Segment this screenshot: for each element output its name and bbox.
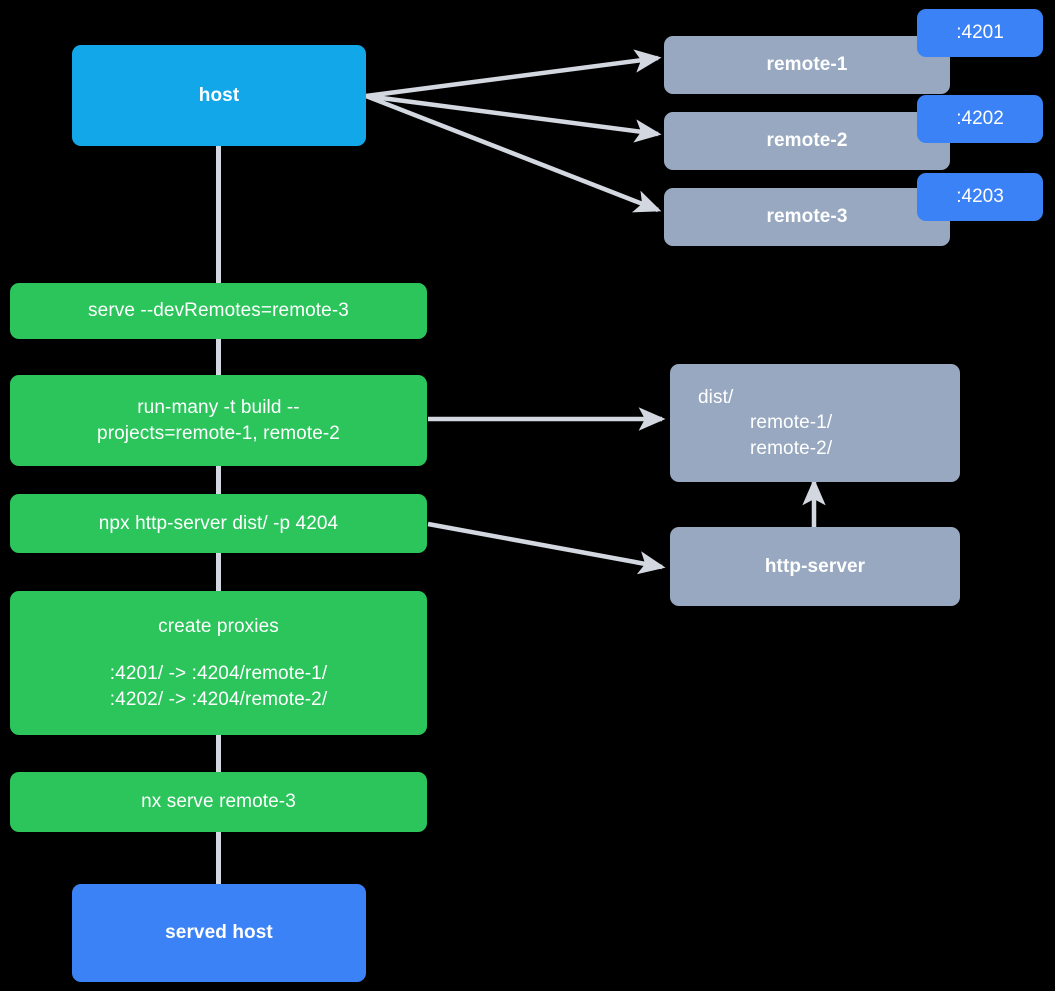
command-create-proxies-map: :4201/ -> :4204/remote-1/ :4202/ -> :420… [110,661,327,712]
dist-folder-tree: dist/ remote-1/ remote-2/ [670,385,960,462]
node-host[interactable]: host [72,45,366,146]
command-nx-serve-remote-3-label: nx serve remote-3 [141,791,296,813]
node-command-serve-devremotes[interactable]: serve --devRemotes=remote-3 [10,283,427,339]
node-remote-1-label: remote-1 [766,54,848,76]
node-command-npx-http-server[interactable]: npx http-server dist/ -p 4204 [10,494,427,553]
port-badge-remote-2-label: :4202 [956,108,1004,129]
node-served-host[interactable]: served host [72,884,366,982]
dist-folder-child-1: remote-1/ [750,412,833,434]
node-host-label: host [198,84,240,106]
node-remote-2[interactable]: remote-2 [664,112,950,170]
port-badge-remote-2[interactable]: :4202 [917,95,1043,143]
proxy-map-line-2: :4202/ -> :4204/remote-2/ [109,688,328,710]
proxy-map-line-1: :4201/ -> :4204/remote-1/ [109,663,328,685]
port-badge-remote-1[interactable]: :4201 [917,9,1043,57]
dist-folder-root: dist/ [698,386,734,408]
node-command-run-many[interactable]: run-many -t build -- projects=remote-1, … [10,375,427,466]
node-remote-1[interactable]: remote-1 [664,36,950,94]
dist-folder-child-2: remote-2/ [750,437,833,459]
edge-host-to-remote-1 [365,49,662,99]
command-create-proxies-title: create proxies [158,615,279,637]
node-remote-3-label: remote-3 [766,206,848,228]
command-run-many-line-1: run-many -t build -- [137,396,300,418]
node-dist-folder[interactable]: dist/ remote-1/ remote-2/ [670,364,960,482]
port-badge-remote-3-label: :4203 [956,186,1004,207]
command-run-many-line-2: projects=remote-1, remote-2 [97,422,340,444]
node-http-server[interactable]: http-server [670,527,960,606]
port-badge-remote-1-label: :4201 [956,22,1004,43]
port-badge-remote-3[interactable]: :4203 [917,173,1043,221]
command-npx-http-server-label: npx http-server dist/ -p 4204 [98,512,339,534]
command-serve-devremotes-label: serve --devRemotes=remote-3 [88,300,349,322]
edge-host-to-remote-2 [365,93,662,143]
edge-npx-to-http-server [427,521,666,575]
edge-host-to-remote-3 [365,93,662,213]
node-http-server-label: http-server [764,555,866,577]
node-remote-2-label: remote-2 [766,130,848,152]
node-remote-3[interactable]: remote-3 [664,188,950,246]
node-command-nx-serve-remote-3[interactable]: nx serve remote-3 [10,772,427,832]
node-served-host-label: served host [165,922,273,944]
node-command-create-proxies[interactable]: create proxies :4201/ -> :4204/remote-1/… [10,591,427,735]
